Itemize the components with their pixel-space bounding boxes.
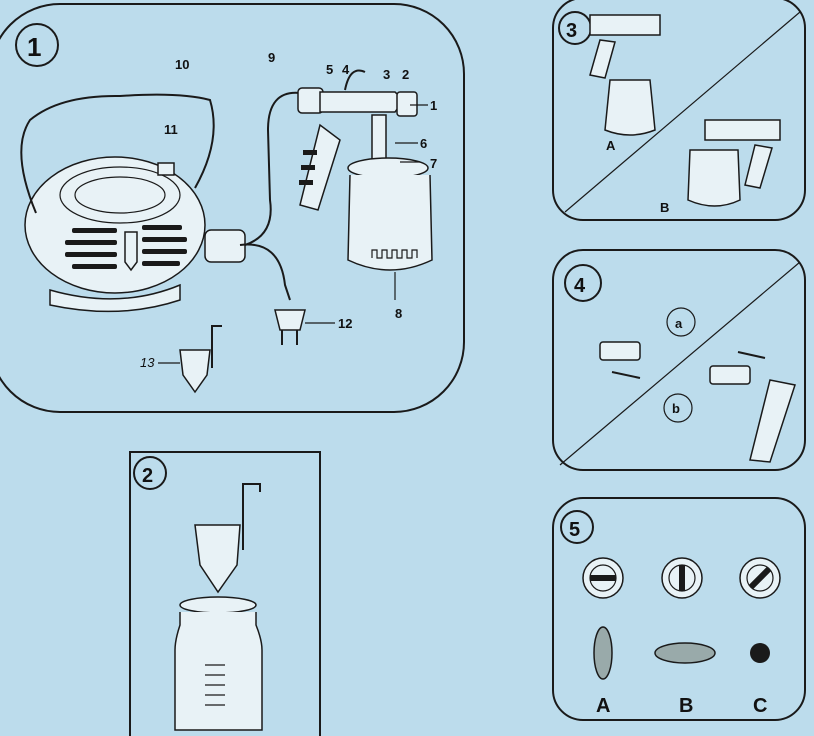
part-label-7: 7	[430, 156, 437, 171]
nozzle-setting-b-icon	[661, 557, 703, 599]
part-label-6: 6	[420, 136, 427, 151]
hose-connector-b-illustration	[709, 365, 751, 385]
arrow-right-icon	[737, 351, 766, 359]
part-label-12: 12	[338, 316, 352, 331]
panel-1-frame	[0, 3, 465, 413]
part-label-11: 11	[164, 122, 178, 137]
spray-gun-angled-illustration	[687, 119, 781, 207]
step-label-a: a	[675, 316, 683, 331]
power-plug-illustration	[274, 309, 306, 345]
panel-2-funnel-container: 2	[129, 451, 321, 736]
panel-2-frame	[129, 451, 321, 736]
pattern-label-a: A	[596, 695, 610, 717]
panel-5-frame	[552, 497, 806, 721]
viscosity-cup-illustration	[194, 483, 261, 594]
position-label-a: A	[606, 138, 616, 153]
panel-5-number: 5	[569, 519, 580, 541]
callout-lines	[158, 104, 428, 364]
viscosity-cup-illustration	[179, 325, 222, 394]
part-label-9: 9	[268, 50, 275, 65]
spray-gun-handle-illustration	[749, 379, 796, 463]
step-label-b: b	[672, 401, 680, 416]
spray-gun-upright-illustration	[589, 14, 661, 136]
power-cable	[239, 243, 291, 301]
panel-4-frame	[552, 249, 806, 471]
panel-4-hose-connection: 4 a b	[552, 249, 806, 471]
panel-3-container-positions: 3 A B	[552, 0, 806, 221]
panel-1-number-circle	[15, 23, 59, 67]
part-label-1: 1	[430, 98, 437, 113]
part-label-5: 5	[326, 62, 333, 77]
part-label-10: 10	[175, 57, 189, 72]
part-label-3: 3	[383, 67, 390, 82]
nozzle-setting-a-icon	[582, 557, 624, 599]
arrow-left-icon	[611, 371, 641, 379]
panel-4-number: 4	[574, 275, 586, 297]
panel-2-number: 2	[142, 465, 153, 487]
part-label-8: 8	[395, 306, 402, 321]
paint-container-illustration	[174, 596, 263, 731]
panel-1-number: 1	[27, 32, 41, 62]
panel-3-number: 3	[566, 20, 577, 42]
part-label-4: 4	[342, 62, 350, 77]
hose-connector-a-illustration	[599, 341, 641, 361]
pattern-label-b: B	[679, 695, 693, 717]
compressor-illustration	[20, 93, 246, 313]
spray-gun-illustration	[297, 69, 433, 271]
part-label-13: 13	[140, 355, 155, 370]
part-label-2: 2	[402, 67, 409, 82]
position-label-b: B	[660, 200, 669, 215]
panel-1-parts-overview: 1	[0, 3, 465, 413]
round-spray-pattern-icon	[750, 643, 770, 663]
air-hose	[244, 91, 301, 246]
nozzle-setting-c-icon	[739, 557, 781, 599]
panel-3-frame	[552, 0, 806, 221]
pattern-label-c: C	[753, 695, 767, 717]
vertical-spray-pattern-icon	[593, 626, 613, 680]
panel-5-spray-patterns: 5 A B C	[552, 497, 806, 721]
horizontal-spray-pattern-icon	[654, 642, 716, 664]
